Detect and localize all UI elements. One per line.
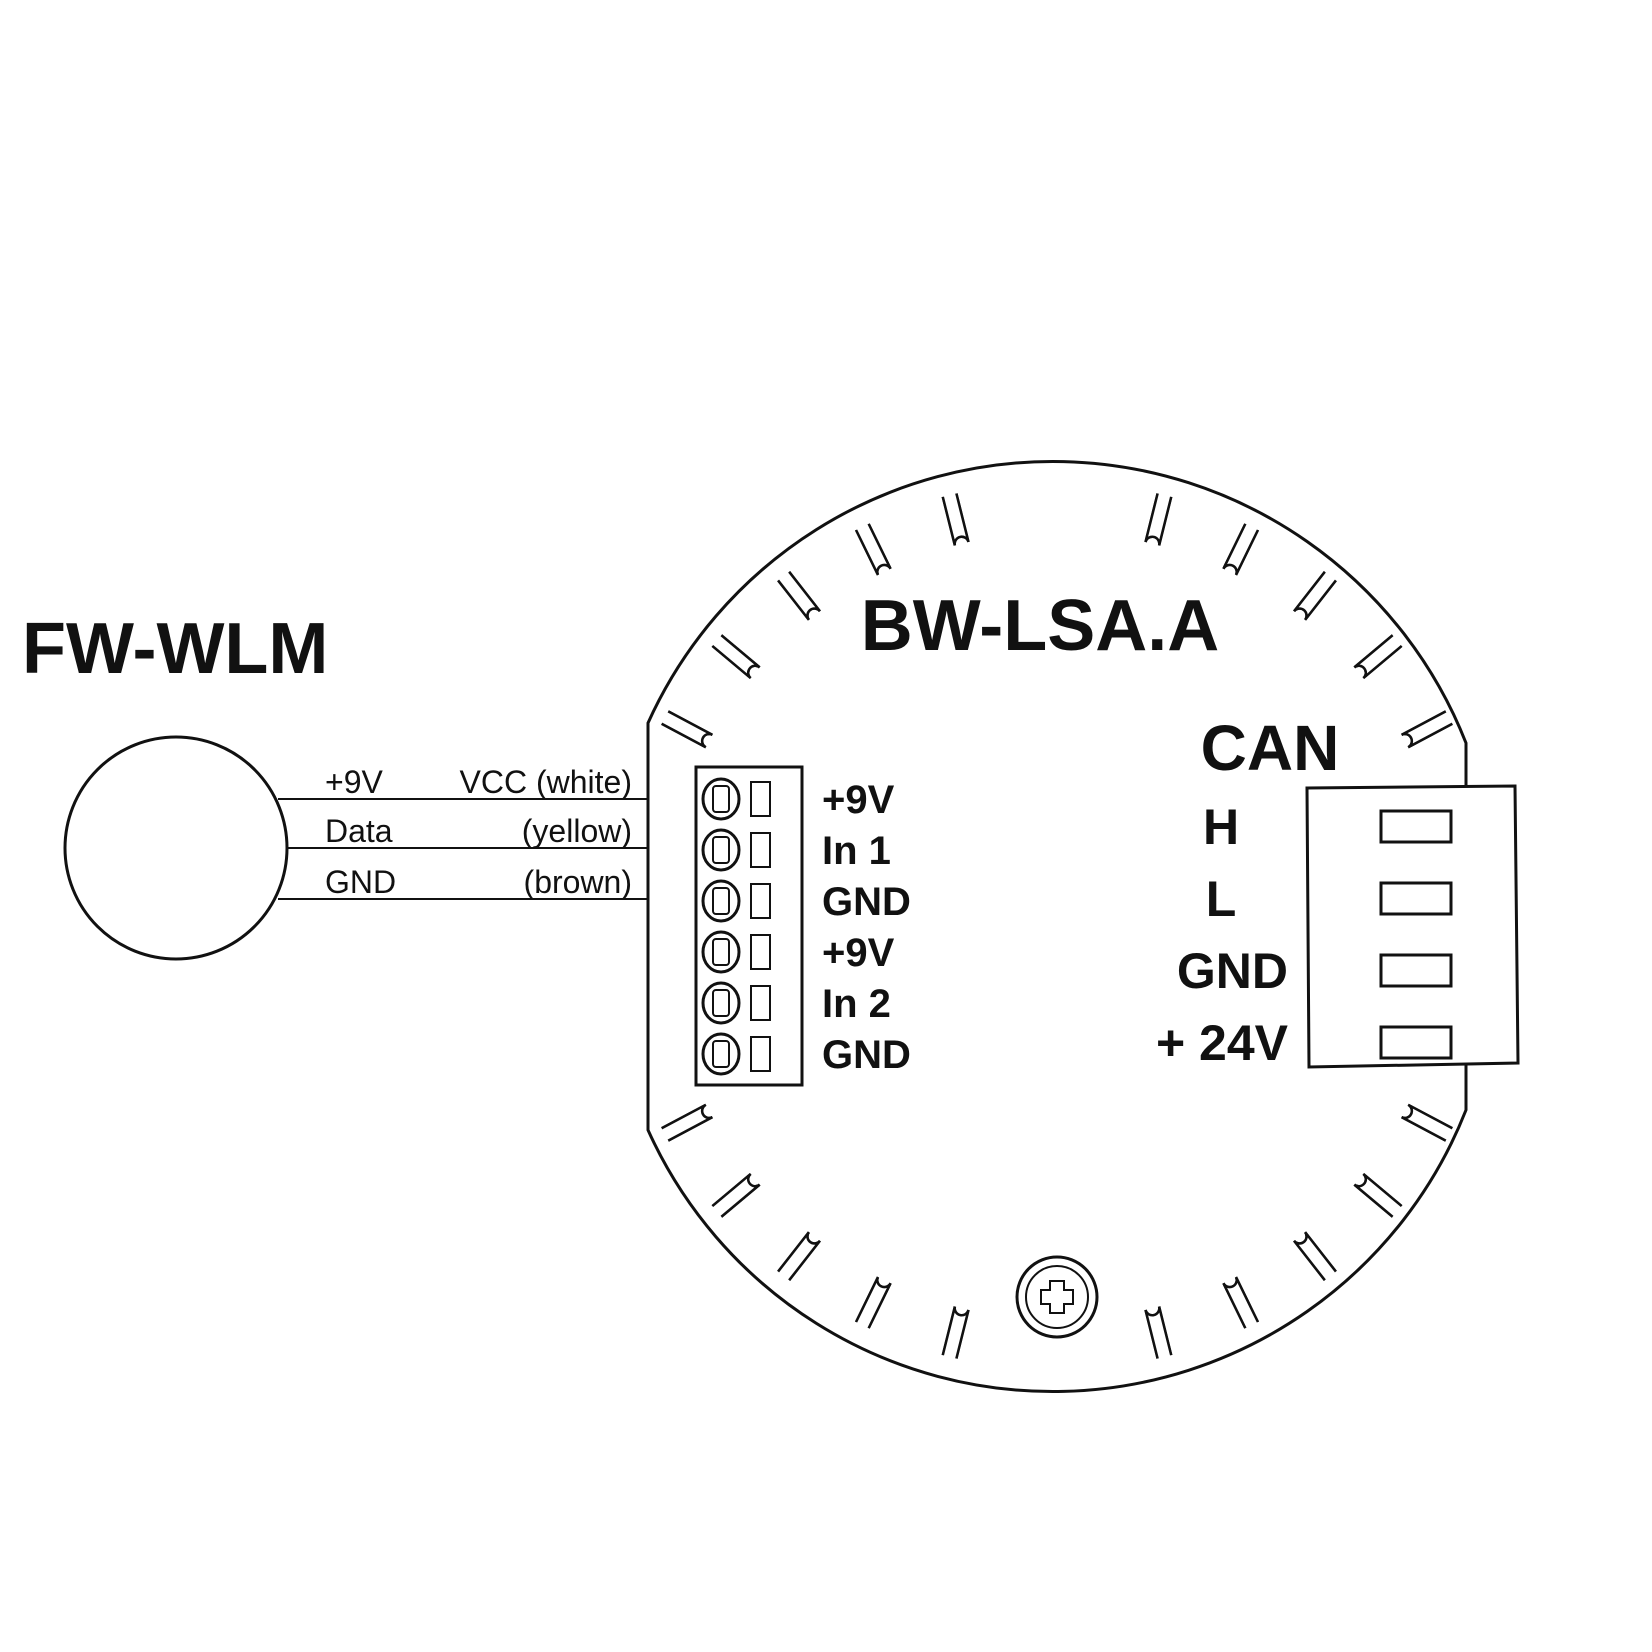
vent-slot-34 (941, 1306, 970, 1359)
vent-slots (661, 493, 1453, 1359)
vent-slot-36 (1222, 1276, 1260, 1329)
vent-slot-33 (854, 1276, 892, 1329)
vent-slot-39 (1401, 1103, 1453, 1142)
wire-desc-gnd: (brown) (524, 864, 632, 900)
terminal-label: GND (822, 880, 911, 924)
sensor-fw-wlm: FW-WLM (22, 609, 328, 961)
wire-signal-vcc: +9V (325, 764, 383, 800)
terminal-block-frame (694, 765, 804, 1087)
can-title: CAN (1201, 712, 1340, 784)
vent-slot-37 (1293, 1231, 1337, 1281)
vent-slot-19 (1401, 710, 1453, 749)
can-pin-label: H (1203, 799, 1239, 855)
can-pin-label: GND (1177, 943, 1288, 999)
terminal-opening (750, 781, 771, 817)
module-housing (646, 459, 1468, 1394)
vent-slot-14 (941, 493, 970, 546)
terminal-label: In 1 (822, 829, 891, 873)
terminal-opening (750, 985, 771, 1021)
sensor-body (63, 735, 289, 961)
terminal-screw-slot (712, 836, 730, 864)
terminal-opening (750, 1036, 771, 1072)
vent-slot-16 (1222, 523, 1260, 576)
can-pins: HL GND + 24V (1156, 799, 1453, 1071)
terminal-label: In 2 (822, 982, 891, 1026)
vent-slot-38 (1353, 1172, 1403, 1218)
screw-icon (1015, 1255, 1099, 1339)
terminal-screw-slot (712, 938, 730, 966)
terminal-opening (750, 832, 771, 868)
terminal-label: +9V (822, 931, 895, 975)
vent-slot-15 (1144, 493, 1173, 546)
terminal-label: +9V (822, 778, 895, 822)
wire-desc-data: (yellow) (522, 813, 632, 849)
vent-slot-12 (777, 571, 821, 621)
terminal-screw-slot (712, 785, 730, 813)
sensor-title: FW-WLM (22, 609, 328, 689)
vent-slot-11 (711, 634, 761, 680)
can-connector: CAN HL GND + 24V (1156, 712, 1520, 1071)
wires: +9V VCC (white) Data (yellow) GND (brown… (278, 764, 708, 900)
vent-slot-32 (777, 1231, 821, 1281)
terminal-opening (750, 934, 771, 970)
terminals: +9V In 1 GND +9V In 2 GND (701, 777, 911, 1077)
wire-signal-data: Data (325, 813, 393, 849)
vent-slot-10 (661, 710, 713, 749)
terminal-screw-slot (712, 887, 730, 915)
can-pin-label: + 24V (1156, 1015, 1289, 1071)
can-connector-frame (1305, 784, 1520, 1069)
vent-slot-17 (1293, 571, 1337, 621)
vent-slot-35 (1144, 1306, 1173, 1359)
can-pin-slot (1379, 809, 1453, 844)
terminal-screw-slot (712, 1040, 730, 1068)
can-pin-label: L (1206, 871, 1237, 927)
vent-slot-31 (711, 1172, 761, 1218)
terminal-block: +9V In 1 GND +9V In 2 GND (694, 765, 911, 1087)
vent-slot-18 (1353, 634, 1403, 680)
can-pin-slot (1379, 953, 1453, 988)
screw-cross (1040, 1280, 1074, 1314)
terminal-opening (750, 883, 771, 919)
terminal-label: GND (822, 1033, 911, 1077)
can-pin-slot (1379, 1025, 1453, 1060)
module-title: BW-LSA.A (861, 586, 1220, 666)
vent-slot-30 (661, 1103, 713, 1142)
vent-slot-13 (854, 523, 892, 576)
terminal-screw-slot (712, 989, 730, 1017)
wire-signal-gnd: GND (325, 864, 396, 900)
wire-desc-vcc: VCC (white) (460, 764, 632, 800)
can-pin-slot (1379, 881, 1453, 916)
